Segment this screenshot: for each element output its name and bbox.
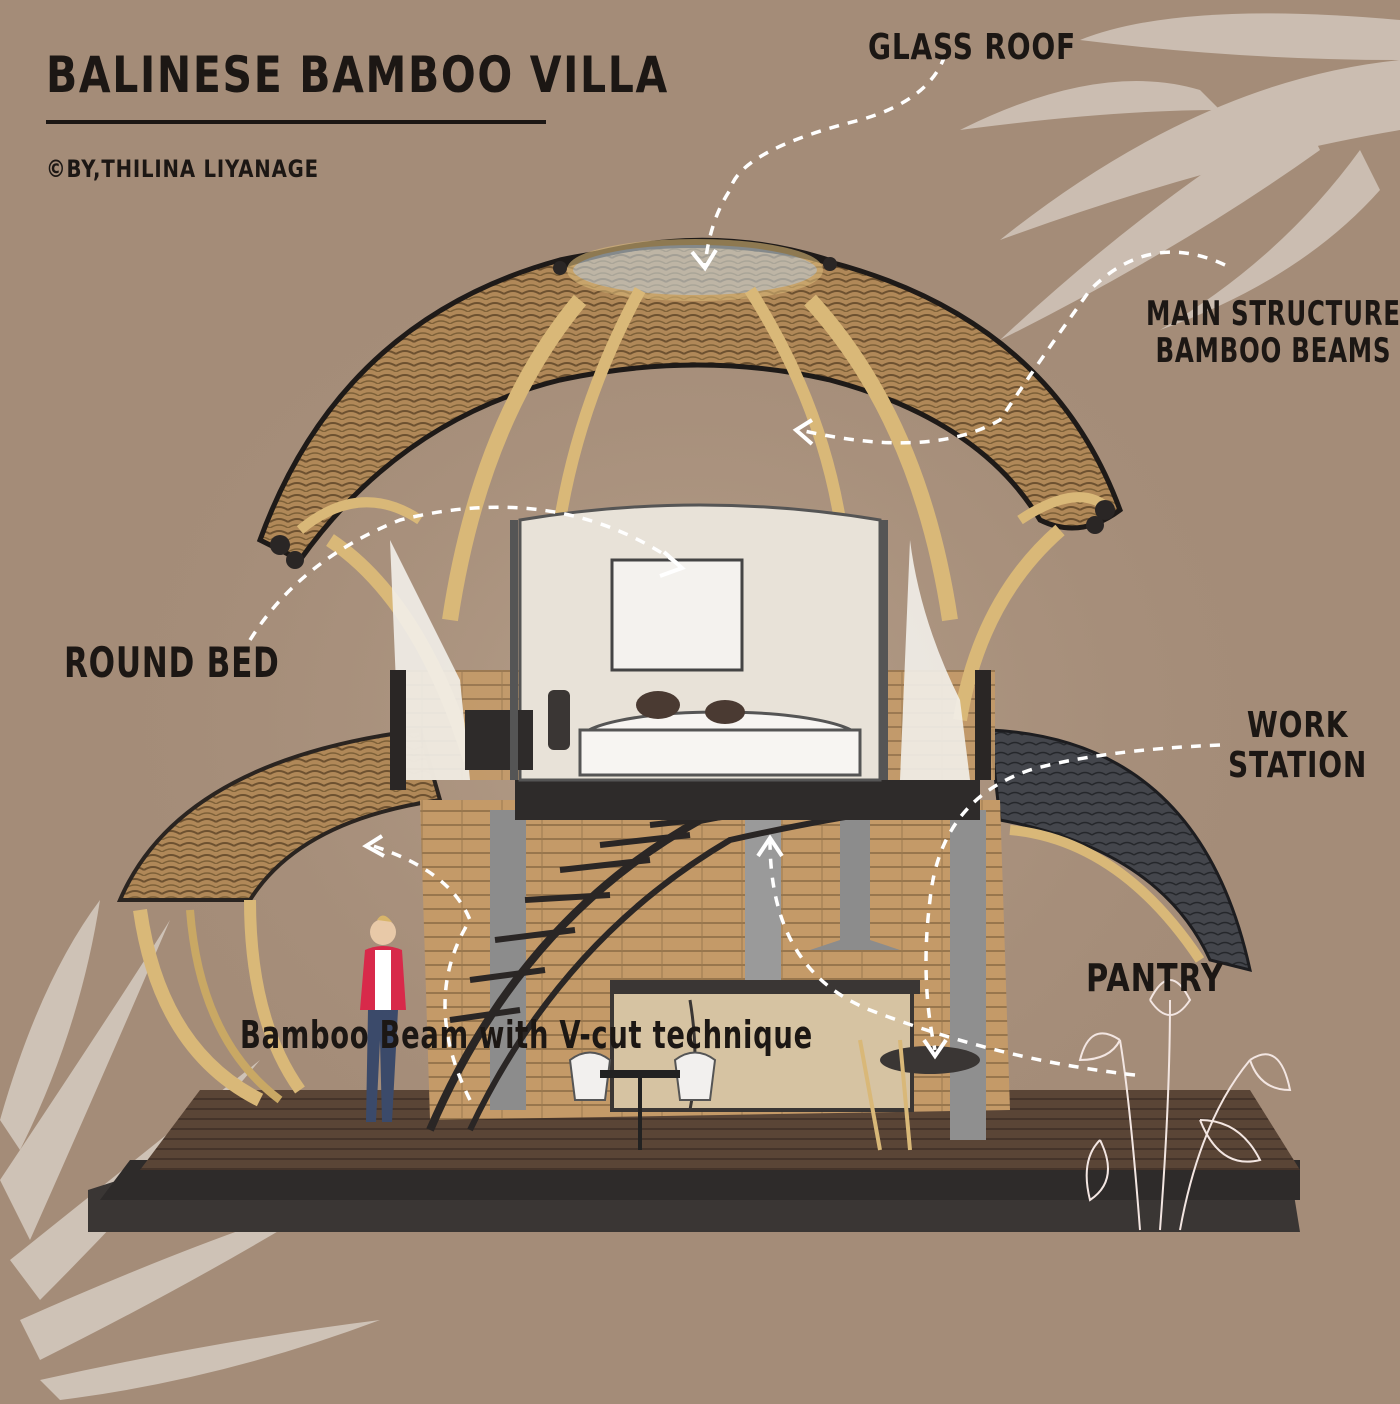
label-main-structure-line1: MAIN STRUCTURE bbox=[1146, 294, 1400, 334]
credit-text: ©BY,THILINA LIYANAGE bbox=[46, 155, 319, 183]
arrow-glass-roof bbox=[703, 54, 947, 266]
label-bamboo-beam: Bamboo Beam with V-cut technique bbox=[240, 1013, 813, 1057]
arrow-heads bbox=[362, 248, 948, 1060]
label-work-line1: WORK bbox=[1246, 705, 1349, 746]
annotation-arrows bbox=[248, 54, 1226, 1101]
arrow-main-structure bbox=[799, 250, 1226, 445]
label-main-structure-line2: BAMBOO BEAMS bbox=[1155, 331, 1392, 372]
dining-set bbox=[568, 1039, 912, 1151]
label-pantry: PANTRY bbox=[1086, 956, 1224, 1000]
arrow-bamboo-beam bbox=[369, 843, 472, 1101]
diagram-title: BALINESE BAMBOO VILLA bbox=[46, 46, 669, 104]
plant-sketch bbox=[1078, 979, 1292, 1231]
arrow-round-bed bbox=[248, 505, 682, 641]
label-main-structure: MAIN STRUCTURE BAMBOO BEAMS bbox=[1146, 294, 1400, 372]
person-figure bbox=[360, 915, 406, 1122]
glass-roof-skylight bbox=[567, 239, 823, 301]
arrow-work-station bbox=[924, 743, 1221, 1051]
palm-leaf-top-right bbox=[960, 13, 1400, 340]
label-work-station: WORK STATION bbox=[1228, 706, 1367, 785]
label-round-bed: ROUND BED bbox=[64, 638, 280, 687]
label-work-line2: STATION bbox=[1228, 744, 1368, 786]
bedroom bbox=[390, 503, 970, 782]
label-glass-roof: GLASS ROOF bbox=[868, 27, 1076, 68]
main-dome-roof bbox=[256, 237, 1123, 763]
structural-posts bbox=[390, 520, 991, 790]
title-underline bbox=[46, 120, 546, 124]
arrow-pantry bbox=[768, 839, 1136, 1077]
